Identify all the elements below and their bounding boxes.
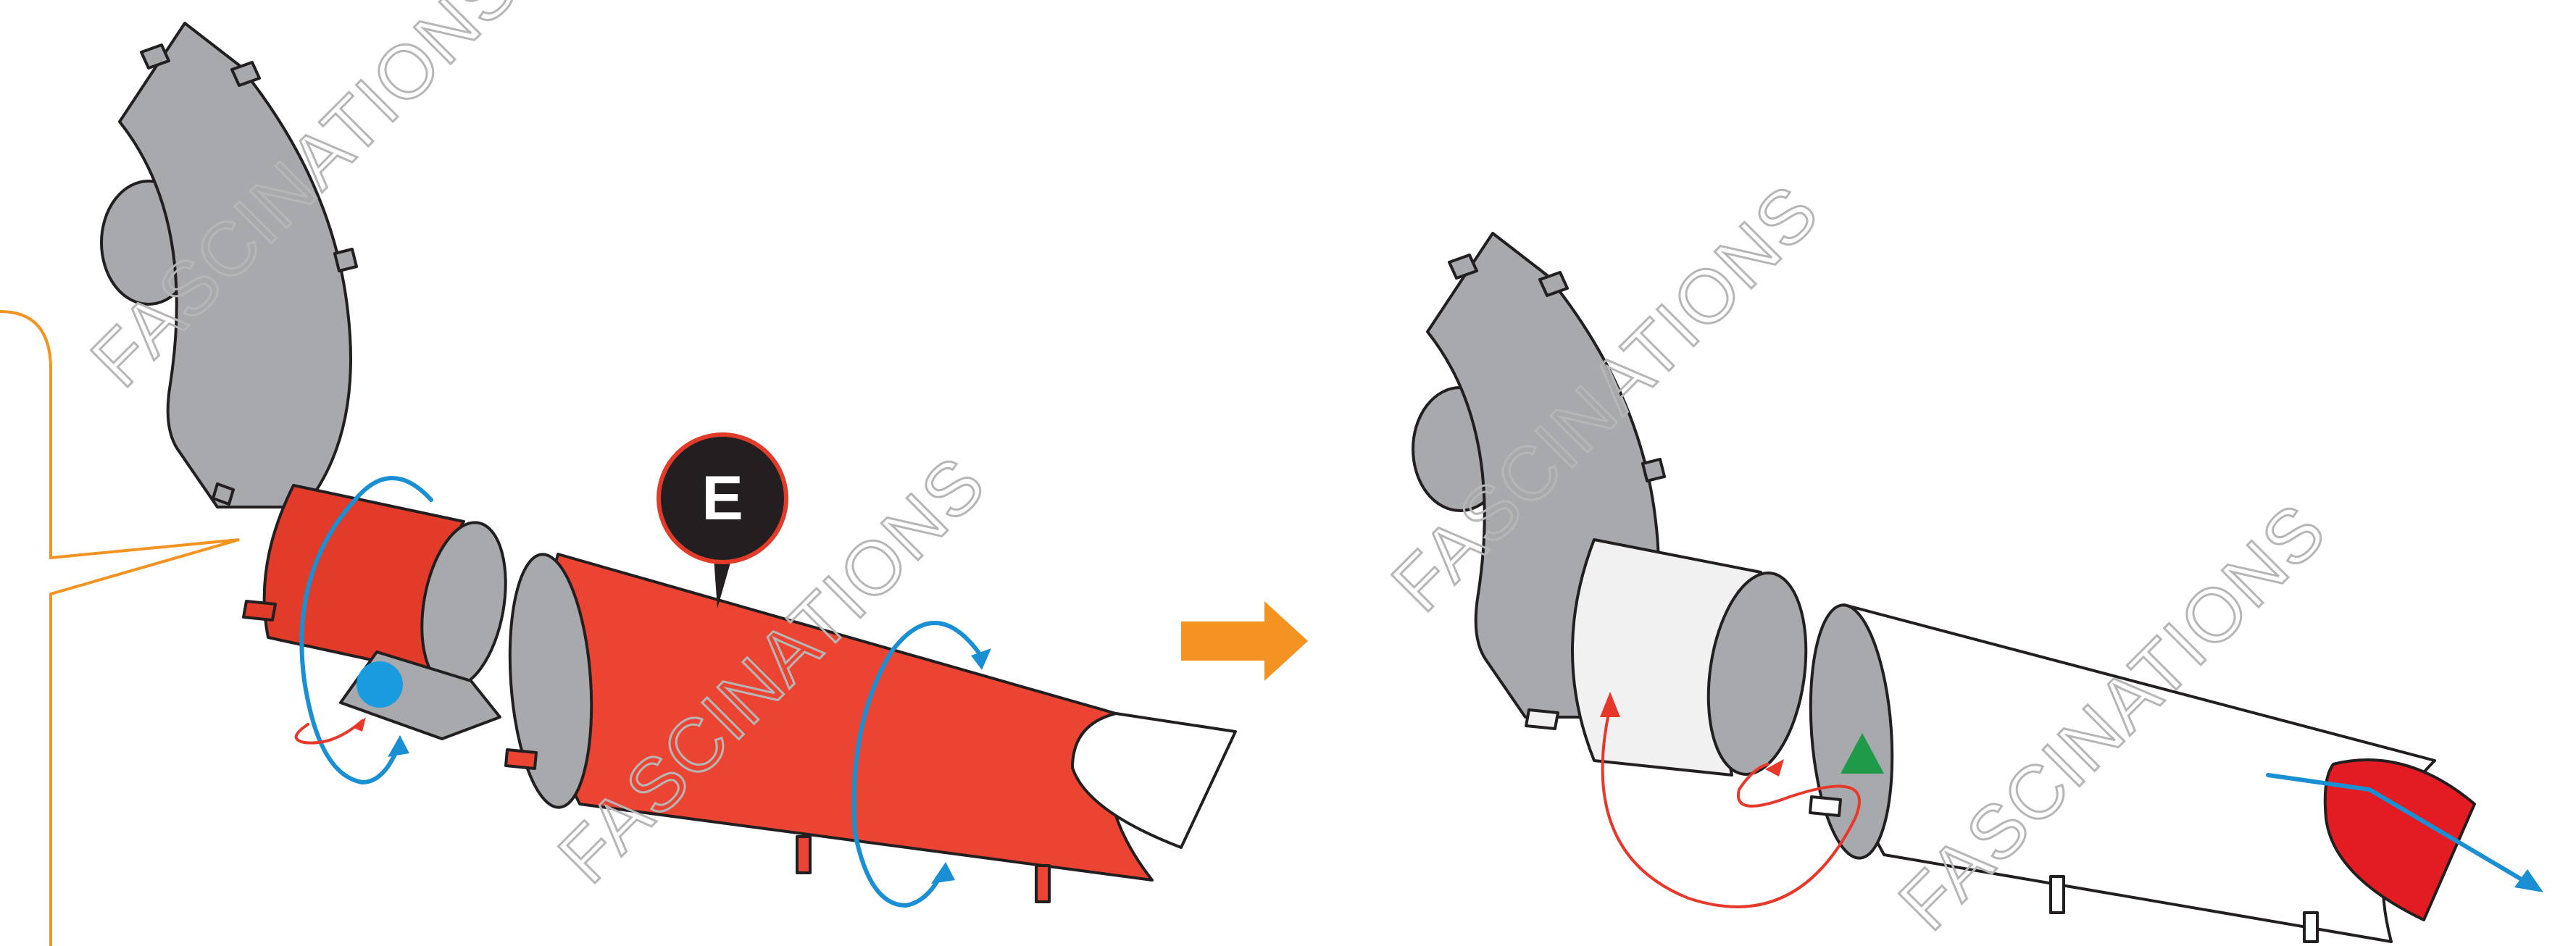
arrowhead-tapered-top (971, 648, 991, 670)
step-badge: E (659, 435, 786, 608)
arrowhead-tapered-bottom (931, 862, 955, 884)
left-red-small-arrow (296, 721, 362, 743)
badge-letter: E (701, 464, 743, 533)
left-red-small-arrowhead (354, 717, 366, 732)
blue-circle-marker-icon (357, 661, 403, 708)
arrowhead-joint (388, 735, 409, 757)
orange-right-arrow-icon (1181, 601, 1308, 681)
right-blue-arrowhead (2514, 869, 2543, 892)
